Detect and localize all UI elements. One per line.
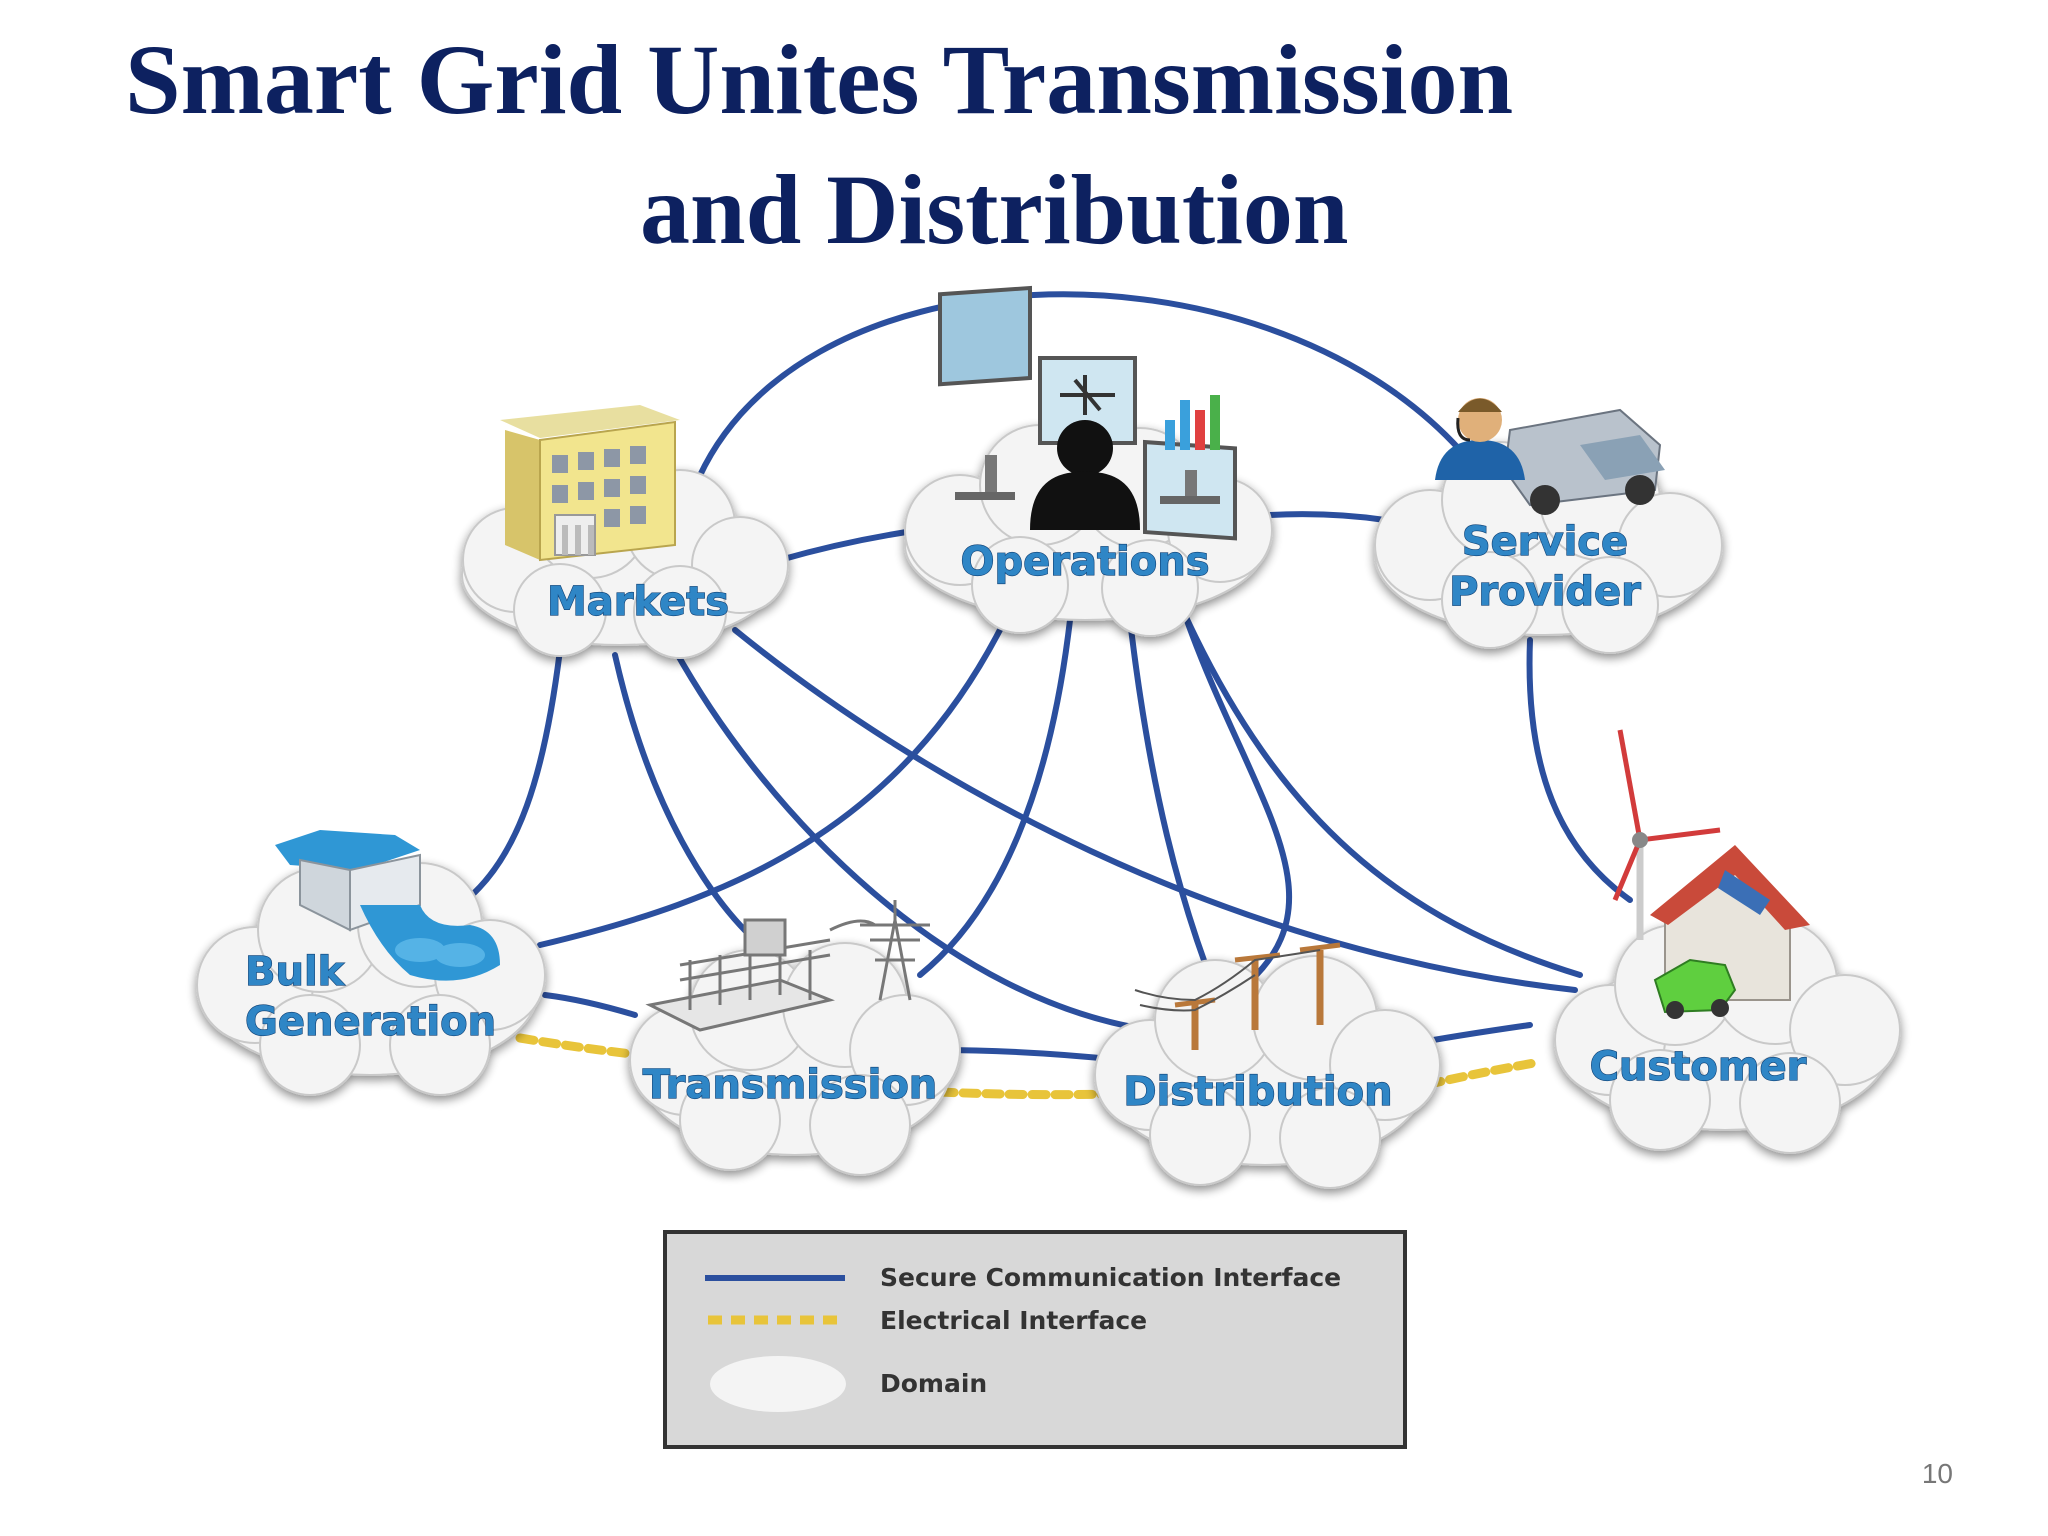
legend-domain-label: Domain [880,1369,987,1398]
link-markets-service [687,291,1463,503]
house-wind-turbine-car-icon [1612,729,1810,1019]
domain-label-transmission: Transmission [643,1062,938,1108]
legend-domain-swatch [710,1356,846,1412]
domain-label-customer: Customer [1590,1044,1807,1090]
link-bulk-transmission [542,992,638,1018]
link-markets-transmission [612,652,763,948]
domain-label-markets: Markets [547,579,729,625]
electrical-transmission-distribution [935,1087,1115,1100]
domain-labels: Markets Operations Service Provider Bulk… [244,518,1807,1115]
link-operations-customer [1182,612,1583,978]
page-number: 10 [1921,1458,1953,1489]
link-operations-transmission [917,617,1073,978]
hydro-dam-icon [275,830,500,981]
cloud-distribution [1094,955,1441,1189]
domain-label-service-line-2: Provider [1449,569,1641,615]
control-room-monitors-icon [938,285,1237,541]
link-service-customer [1526,637,1633,903]
link-transmission-distribution [932,1047,1123,1063]
domain-label-bulk-line-2: Generation [245,999,496,1045]
cloud-customer [1554,919,1901,1154]
domain-label-bulk-line-1: Bulk [245,949,346,995]
utility-poles-icon [1134,942,1341,1050]
link-markets-operations [777,527,923,563]
link-markets-distribution [672,647,1153,1033]
link-operations-distribution-a [1127,617,1218,993]
legend-electrical-label: Electrical Interface [880,1306,1147,1335]
legend-communication-label: Secure Communication Interface [880,1263,1341,1292]
title-line-2: and Distribution [640,154,1349,265]
link-operations-distribution-b [1182,612,1293,993]
electrical-bulk-transmission [515,1033,645,1060]
link-operations-service [1267,511,1388,523]
link-operations-bulk [537,617,1008,948]
domain-label-distribution: Distribution [1123,1069,1392,1115]
legend: Secure Communication Interface Electrica… [663,1230,1407,1449]
domain-label-service-line-1: Service [1462,519,1628,565]
substation-and-pylon-icon [645,900,930,1032]
communication-links [457,291,1633,1063]
technician-and-truck-icon [1435,398,1665,515]
link-markets-customer [732,627,1578,993]
domain-label-operations: Operations [960,539,1209,585]
cloud-transmission [629,942,961,1176]
title-line-1: Smart Grid Unites Transmission [125,24,1514,135]
office-building-icon [500,405,680,562]
link-markets-bulk [457,647,563,908]
